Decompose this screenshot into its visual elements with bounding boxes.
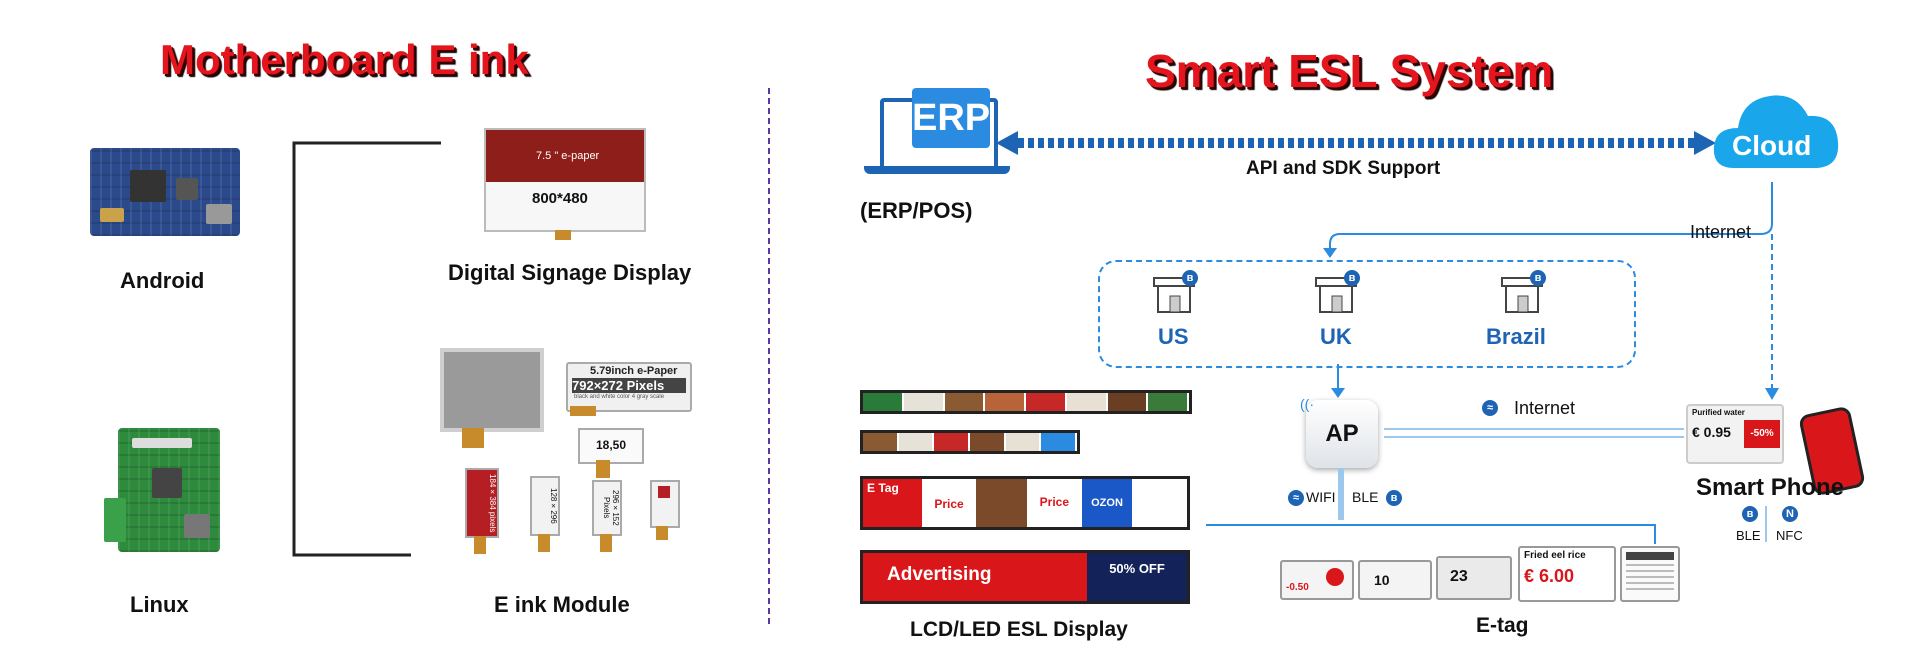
- tag-module-4: [650, 480, 680, 528]
- stretch-display-2: [860, 430, 1080, 454]
- cloud-icon: [1713, 95, 1839, 168]
- etag-label: E-tag: [1476, 614, 1529, 637]
- android-label: Android: [120, 268, 205, 293]
- epaper-7-5-image: 7.5 " e-paper 800*480: [484, 128, 646, 232]
- display-label: LCD/LED ESL Display: [910, 618, 1128, 641]
- phone-tag-price: € 0.95: [1692, 424, 1731, 440]
- phone-nfc-label: NFC: [1776, 528, 1803, 543]
- bluetooth-icon: ʙ: [1742, 506, 1758, 522]
- internet-top-label: Internet: [1690, 222, 1752, 242]
- linux-board-image: [104, 428, 220, 552]
- linux-label: Linux: [130, 592, 189, 617]
- connector-bracket: [292, 141, 441, 557]
- etag-price: 23: [1450, 568, 1468, 585]
- android-board-image: [90, 148, 240, 236]
- etag-3: 23: [1436, 556, 1512, 600]
- bluetooth-icon: ʙ: [1530, 270, 1546, 286]
- cloud-to-stores-connector: [1323, 182, 1779, 400]
- etag-connector: [1206, 524, 1654, 526]
- stores-group: [1098, 260, 1636, 368]
- etag-price: € 6.00: [1524, 566, 1575, 586]
- erp-label: (ERP/POS): [860, 198, 973, 223]
- phone-tag-discount: -50%: [1744, 420, 1780, 448]
- price-text: Price: [923, 479, 977, 527]
- api-label: API and SDK Support: [1246, 158, 1441, 179]
- store-icon: [1315, 277, 1357, 313]
- phone-label: Smart Phone: [1696, 474, 1845, 501]
- access-point-device: AP: [1306, 400, 1378, 468]
- epaper-5-79-caption: black and white color 4 gray scale: [574, 394, 665, 400]
- ap-label: AP: [1325, 420, 1359, 447]
- bluetooth-icon: ʙ: [1344, 270, 1360, 286]
- store-uk[interactable]: ʙ UK: [1310, 270, 1380, 354]
- tag-module-3: 296×152 Pixels: [592, 480, 622, 536]
- etag-title: Fried eel rice: [1524, 550, 1586, 561]
- bluetooth-icon: ʙ: [1386, 490, 1402, 506]
- wifi-signal-icon: ((·: [1300, 396, 1314, 412]
- right-title: Smart ESL System: [1145, 45, 1554, 97]
- stretch-display-advertising: Advertising 50% OFF: [860, 550, 1190, 604]
- etag-price: 10: [1374, 572, 1390, 588]
- ap-to-phone-link: [1384, 428, 1684, 438]
- wifi-icon: ≈: [1288, 490, 1304, 506]
- erp-logo: ERP: [912, 88, 990, 148]
- etag-4: Fried eel rice € 6.00: [1518, 546, 1616, 602]
- etag-2: 10: [1358, 560, 1432, 600]
- epaper-size-text: 7.5 " e-paper: [486, 130, 644, 182]
- etag-connector-drop: [1654, 524, 1656, 544]
- epaper-5-79-module: 5.79inch e-Paper 792×272 Pixels black an…: [566, 362, 692, 412]
- store-icon: [1501, 277, 1543, 313]
- stretch-display-1: [860, 390, 1192, 414]
- wifi-label: WIFI: [1306, 489, 1336, 505]
- internet-mid-label: Internet: [1514, 398, 1576, 418]
- etag-5: [1620, 546, 1680, 602]
- bluetooth-icon: ʙ: [1182, 270, 1198, 286]
- etag-price: -0.50: [1286, 582, 1309, 593]
- wifi-icon: ≈: [1482, 400, 1498, 416]
- small-price-module: 18,50: [578, 428, 644, 464]
- tag-module-1: 184×384 pixels: [465, 468, 499, 538]
- api-arrow: [996, 131, 1716, 155]
- phone-tag-title: Purified water: [1692, 408, 1745, 417]
- phone-link-divider: [1765, 506, 1767, 542]
- tag-module-2: 128×296: [530, 476, 560, 536]
- store-us[interactable]: ʙ US: [1148, 270, 1218, 354]
- store-brazil-label: Brazil: [1486, 324, 1546, 349]
- advertising-text: Advertising: [863, 553, 1087, 601]
- epaper-5-79-title: 5.79inch e-Paper: [590, 365, 678, 377]
- phone-price-tag: Purified water € 0.95 -50%: [1686, 404, 1784, 464]
- erp-laptop-base: [864, 166, 1010, 174]
- etag-1: -0.50: [1280, 560, 1354, 600]
- price-text: Price: [1029, 479, 1082, 527]
- store-brazil[interactable]: ʙ Brazil: [1486, 270, 1576, 354]
- epaper-resolution-text: 800*480: [532, 190, 588, 207]
- left-title: Motherboard E ink: [160, 36, 529, 83]
- cloud-label: Cloud: [1732, 130, 1812, 161]
- signage-label: Digital Signage Display: [448, 260, 692, 285]
- ozon-text: OZON: [1081, 479, 1135, 527]
- advertising-badge: 50% OFF: [1087, 553, 1187, 601]
- epaper-5-79-resolution: 792×272 Pixels: [572, 378, 686, 393]
- section-divider: [768, 88, 770, 624]
- module-label: E ink Module: [494, 592, 630, 617]
- stretch-display-3: E Tag Price Price OZON: [860, 476, 1190, 530]
- etag-ad-text: E Tag: [863, 479, 924, 527]
- uk-to-ap-arrow: [1331, 364, 1345, 398]
- ap-stand: [1338, 468, 1344, 520]
- phone-ble-label: BLE: [1736, 528, 1761, 543]
- gray-epaper-module: [440, 348, 544, 432]
- nfc-icon: N: [1782, 506, 1798, 522]
- ble-label: BLE: [1352, 489, 1379, 505]
- store-uk-label: UK: [1320, 324, 1352, 349]
- store-us-label: US: [1158, 324, 1189, 349]
